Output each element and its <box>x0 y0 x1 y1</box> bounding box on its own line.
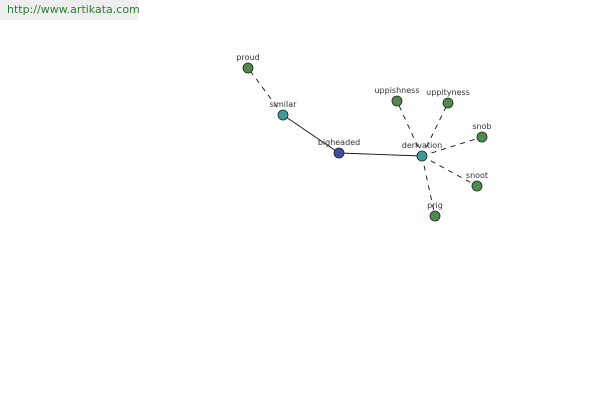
node-label-snob[interactable]: snob <box>472 122 491 131</box>
url-link[interactable]: http://www.artikata.com <box>7 3 140 16</box>
node-label-uppishness[interactable]: uppishness <box>374 86 419 95</box>
edge-bigheaded-similar <box>282 114 340 154</box>
node-uppityness[interactable]: uppityness <box>426 88 470 109</box>
edge-derivation-snoot <box>421 155 478 187</box>
node-snoot[interactable]: snoot <box>466 171 488 192</box>
edge-derivation-snob <box>421 136 483 157</box>
node-prig[interactable]: prig <box>427 201 443 222</box>
node-snob[interactable]: snob <box>472 122 492 143</box>
node-label-similar[interactable]: similar <box>270 100 298 109</box>
node-layer: proud similar bigheaded derivation uppishnes… <box>236 53 492 222</box>
node-label-derivation[interactable]: derivation <box>402 141 442 150</box>
node-dot-snob[interactable] <box>476 131 488 143</box>
node-uppishness[interactable]: uppishness <box>374 86 420 107</box>
edge-derivation-uppishness <box>396 100 423 157</box>
node-bigheaded[interactable]: bigheaded <box>318 138 360 159</box>
node-derivation[interactable]: derivation <box>402 141 442 162</box>
node-label-bigheaded[interactable]: bigheaded <box>318 138 360 147</box>
node-dot-snoot[interactable] <box>471 180 483 192</box>
edge-derivation-prig <box>421 155 436 217</box>
node-dot-uppityness[interactable] <box>442 97 454 109</box>
node-label-snoot[interactable]: snoot <box>466 171 488 180</box>
edge-layer <box>247 67 483 217</box>
node-proud[interactable]: proud <box>236 53 260 74</box>
node-dot-proud[interactable] <box>242 62 254 74</box>
node-dot-bigheaded[interactable] <box>333 147 345 159</box>
node-label-uppityness[interactable]: uppityness <box>426 88 470 97</box>
node-label-prig[interactable]: prig <box>427 201 443 210</box>
node-label-proud[interactable]: proud <box>236 53 259 62</box>
url-banner[interactable]: http://www.artikata.com <box>0 0 140 20</box>
node-dot-derivation[interactable] <box>416 150 428 162</box>
node-similar[interactable]: similar <box>270 100 298 121</box>
node-dot-similar[interactable] <box>277 109 289 121</box>
node-dot-uppishness[interactable] <box>391 95 403 107</box>
node-dot-prig[interactable] <box>429 210 441 222</box>
edge-bigheaded-derivation <box>338 152 423 157</box>
